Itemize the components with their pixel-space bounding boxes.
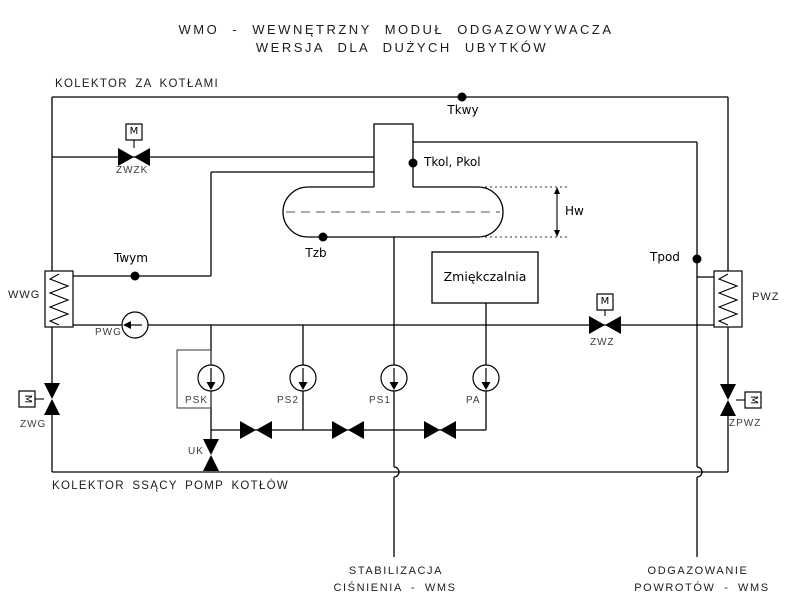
top-collector-label: KOLEKTOR ZA KOTŁAMI — [55, 78, 220, 90]
ps1-stabilization-pipe — [393, 237, 400, 557]
uk-label: UK — [188, 446, 204, 457]
ps2-pump-symbol — [289, 364, 317, 392]
tzb-label: Tzb — [305, 246, 327, 260]
check-valve-2-symbol — [332, 421, 364, 439]
degasser-neck — [373, 123, 414, 187]
twym-sensor-dot — [130, 271, 140, 281]
ps1-flow-arrow-icon — [389, 382, 399, 390]
hw-dimension-label: Hw — [565, 204, 584, 218]
twym-label: Twym — [114, 251, 148, 265]
psk-flow-arrow-icon — [206, 382, 216, 390]
pa-flow-arrow-icon — [481, 382, 491, 390]
tzb-sensor-dot — [318, 232, 328, 242]
psk-label: PSK — [185, 395, 209, 406]
zwz-valve-symbol — [589, 293, 621, 334]
degassing-label-line1: ODGAZOWANIE — [647, 565, 749, 577]
pwg-label: PWG — [95, 327, 122, 338]
check-valve-1-symbol — [240, 421, 272, 439]
wwg-coil-icon — [48, 273, 70, 326]
sensor-dots — [130, 92, 702, 281]
psk-pump-symbol — [197, 364, 225, 392]
pwz-label: PWZ — [752, 291, 780, 303]
zpwz-motor-box — [744, 391, 762, 409]
twym-pipe — [73, 171, 374, 277]
zpwz-valve-symbol — [720, 384, 762, 416]
ps1-label: PS1 — [369, 395, 391, 406]
return-degassing-drop-pipe — [696, 142, 703, 557]
ps1-pump-symbol — [380, 364, 408, 392]
degasser-vessel — [282, 186, 504, 238]
zwzk-motor-box — [125, 123, 143, 141]
zwzk-label: ZWZK — [116, 165, 149, 176]
diagram-title-line2: WERSJA DLA DUŻYCH UBYTKÓW — [255, 40, 549, 55]
wwg-label: WWG — [8, 289, 41, 301]
hw-arrowhead-up-icon — [554, 187, 560, 194]
check-valve-3-symbol — [424, 421, 456, 439]
tkol-pkol-sensor-dot — [408, 158, 418, 168]
pwg-flow-arrow-icon — [123, 321, 131, 329]
zpwz-motor-letter: M — [748, 395, 759, 405]
pwz-heat-exchanger-symbol — [713, 270, 743, 328]
zwz-motor-box — [596, 293, 614, 311]
hw-arrowhead-down-icon — [554, 230, 560, 237]
tkwy-label: Tkwy — [447, 103, 479, 117]
degassing-label-line2: POWROTÓW - WMS — [634, 582, 770, 594]
softener-label: Zmiękczalnia — [443, 269, 527, 285]
zwg-motor-letter: M — [22, 394, 33, 404]
ps2-flow-arrow-icon — [298, 382, 308, 390]
zwg-label: ZWG — [20, 419, 47, 430]
tpod-label: Tpod — [650, 250, 680, 264]
zwg-motor-box — [18, 390, 36, 408]
wwg-heat-exchanger-symbol — [44, 270, 74, 328]
bottom-collector-label: KOLEKTOR SSĄCY POMP KOTŁÓW — [52, 480, 290, 492]
zwz-motor-letter: M — [600, 296, 610, 307]
diagram-title-line1: WMO - WEWNĘTRZNY MODUŁ ODGAZOWYWACZA — [178, 22, 614, 37]
pwz-coil-icon — [717, 273, 739, 326]
ps2-label: PS2 — [277, 395, 299, 406]
zwz-label: ZWZ — [590, 337, 615, 348]
stabilization-label-line1: STABILIZACJA — [348, 565, 444, 577]
tkol-pkol-label: Tkol, Pkol — [424, 155, 481, 169]
tpod-sensor-dot — [692, 254, 702, 264]
uk-valve-symbol — [203, 439, 219, 471]
pa-pump-symbol — [472, 364, 500, 392]
hw-extension-lines — [480, 186, 568, 238]
zwzk-motor-letter: M — [129, 126, 139, 137]
zwzk-valve-symbol — [118, 123, 150, 166]
zwg-valve-symbol — [18, 383, 60, 415]
hw-dimension — [480, 186, 568, 238]
softener-box — [431, 251, 539, 304]
pa-label: PA — [466, 395, 481, 406]
stabilization-label-line2: CIŚNIENIA - WMS — [333, 582, 457, 594]
zpwz-label: ZPWZ — [729, 418, 762, 429]
pwg-pump-symbol — [121, 311, 149, 339]
tkwy-sensor-dot — [457, 92, 467, 102]
